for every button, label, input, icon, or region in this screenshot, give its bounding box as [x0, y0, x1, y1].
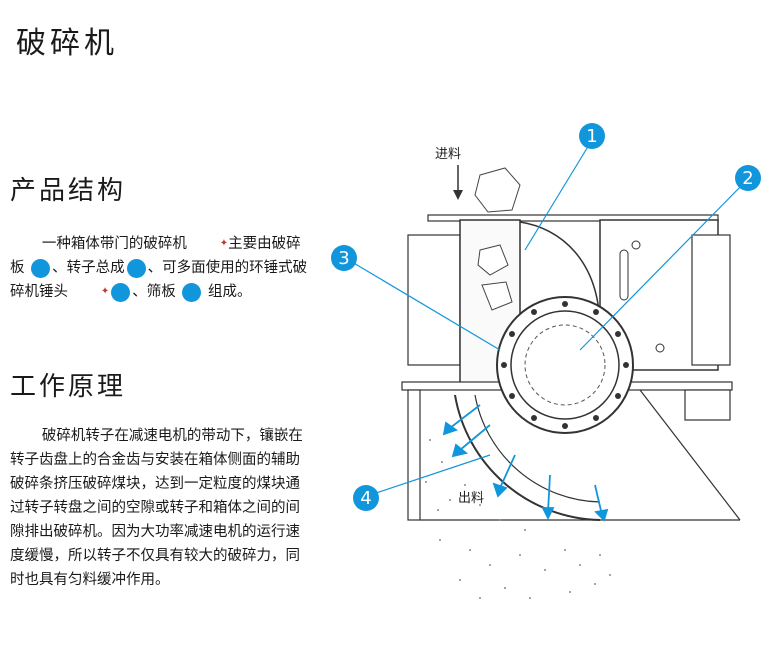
right-side-box	[691, 234, 731, 366]
structure-text-6: 组成。	[208, 284, 252, 300]
structure-text-2: 主要由破碎板	[10, 236, 301, 276]
section-heading-structure: 产品结构	[10, 176, 127, 206]
callout-1: 1	[579, 123, 605, 149]
inlet-arrow	[453, 190, 463, 200]
callout-2: 2	[735, 165, 761, 191]
slot	[619, 249, 629, 301]
bolt	[655, 343, 665, 353]
crusher-diagram: 进料 出料 1 2 3 4	[331, 123, 761, 599]
callout-lines	[351, 139, 746, 496]
svg-text:4: 4	[360, 488, 371, 509]
svg-text:2: 2	[742, 168, 753, 189]
structure-text-5: 、筛板	[132, 284, 176, 300]
section-heading-principle: 工作原理	[10, 372, 127, 402]
badge-1: 1	[31, 258, 71, 278]
page-title: 破碎机	[16, 26, 118, 61]
callout-3: 3	[331, 245, 357, 271]
badge-2: 2	[126, 258, 167, 278]
motor-mount	[684, 389, 731, 421]
callout-4: 4	[353, 485, 379, 511]
bolt	[631, 240, 641, 250]
falling-particles	[425, 439, 611, 599]
inlet-label: 进料	[435, 147, 461, 162]
screen-plate	[454, 394, 601, 521]
structure-text-4: 、可多面使用的环锤式破碎机锤头	[10, 260, 308, 300]
principle-paragraph: 破碎机转子在减速电机的带动下，镶嵌在转子齿盘上的合金齿与安装在箱体侧面的辅助破碎…	[10, 424, 310, 592]
outlet-label: 出料	[458, 491, 484, 506]
outlet-flow-arrows	[442, 404, 609, 522]
badge-4: 4	[182, 282, 223, 302]
rotor-bolts	[501, 301, 629, 429]
top-plate	[427, 214, 719, 222]
badge-3: 3	[111, 282, 151, 302]
structure-text-1: 一种箱体带门的破碎机	[41, 236, 187, 252]
coal-lump	[474, 167, 521, 213]
svg-text:3: 3	[338, 248, 349, 269]
brand-mark-icon: ✦	[219, 238, 229, 249]
brand-mark-icon: ✦	[100, 286, 110, 297]
principle-text: 破碎机转子在减速电机的带动下，镶嵌在转子齿盘上的合金齿与安装在箱体侧面的辅助破碎…	[10, 428, 303, 588]
structure-text-3: 、转子总成	[52, 260, 125, 276]
svg-text:1: 1	[586, 126, 597, 147]
